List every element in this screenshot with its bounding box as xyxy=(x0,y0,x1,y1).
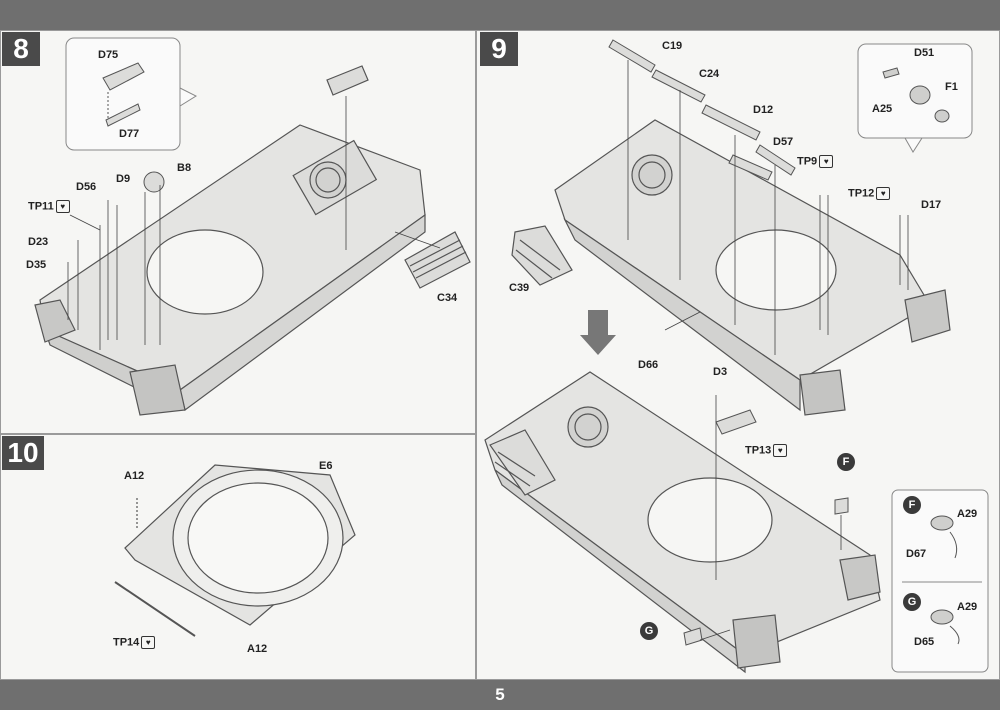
label-f1: F1 xyxy=(945,81,958,93)
label-d77: D77 xyxy=(119,128,140,140)
bottom-bar: 5 xyxy=(0,680,1000,710)
step-9-lower-hull-drawing xyxy=(484,371,881,674)
label-d57: D57 xyxy=(773,136,794,148)
label-d35: D35 xyxy=(26,259,47,271)
label-c19: C19 xyxy=(662,40,683,52)
label-tp14: TP14♥ xyxy=(113,636,156,649)
label-e6: E6 xyxy=(319,460,333,472)
down-arrow xyxy=(580,310,616,355)
step-8-number: 8 xyxy=(2,32,40,66)
paint-icon: ♥ xyxy=(141,636,156,649)
label-d51: D51 xyxy=(914,47,935,59)
fg-detail-box xyxy=(891,489,989,673)
label-c24: C24 xyxy=(699,68,720,80)
badge-f-main: F xyxy=(837,453,855,471)
step-9-strips xyxy=(608,39,796,181)
step-10-number: 10 xyxy=(2,436,44,470)
paint-icon: ♥ xyxy=(55,200,70,213)
paint-icon: ♥ xyxy=(773,444,788,457)
label-d17: D17 xyxy=(921,199,942,211)
label-a29-f: A29 xyxy=(957,508,978,520)
label-d3: D3 xyxy=(713,366,728,378)
label-d65: D65 xyxy=(914,636,935,648)
label-a25: A25 xyxy=(872,103,893,115)
top-bar xyxy=(0,0,1000,30)
label-a12-top: A12 xyxy=(124,470,145,482)
label-d75: D75 xyxy=(98,49,119,61)
label-d12: D12 xyxy=(753,104,774,116)
label-d9: D9 xyxy=(116,173,131,185)
step-9-upper-hull-drawing xyxy=(511,119,951,416)
label-tp12: TP12♥ xyxy=(848,187,891,200)
paint-icon: ♥ xyxy=(876,187,891,200)
label-a12-bottom: A12 xyxy=(247,643,268,655)
page-number: 5 xyxy=(495,685,505,704)
label-d66: D66 xyxy=(638,359,659,371)
label-c34: C34 xyxy=(437,292,458,304)
label-d23: D23 xyxy=(28,236,49,248)
badge-g-main: G xyxy=(640,622,658,640)
paint-icon: ♥ xyxy=(819,155,834,168)
label-d67: D67 xyxy=(906,548,927,560)
step-9-number: 9 xyxy=(480,32,518,66)
badge-f-detail: F xyxy=(903,496,921,514)
label-tp13: TP13♥ xyxy=(745,444,788,457)
badge-g-detail: G xyxy=(903,593,921,611)
label-c39: C39 xyxy=(509,282,530,294)
label-tp11: TP11♥ xyxy=(28,200,70,213)
step-8-callout-bubble xyxy=(65,37,198,151)
step-8-hull-drawing xyxy=(34,65,471,416)
label-a29-g: A29 xyxy=(957,601,978,613)
label-tp9: TP9♥ xyxy=(797,155,834,168)
label-d56: D56 xyxy=(76,181,97,193)
step-10-plate-drawing xyxy=(114,464,356,637)
label-b8: B8 xyxy=(177,162,192,174)
